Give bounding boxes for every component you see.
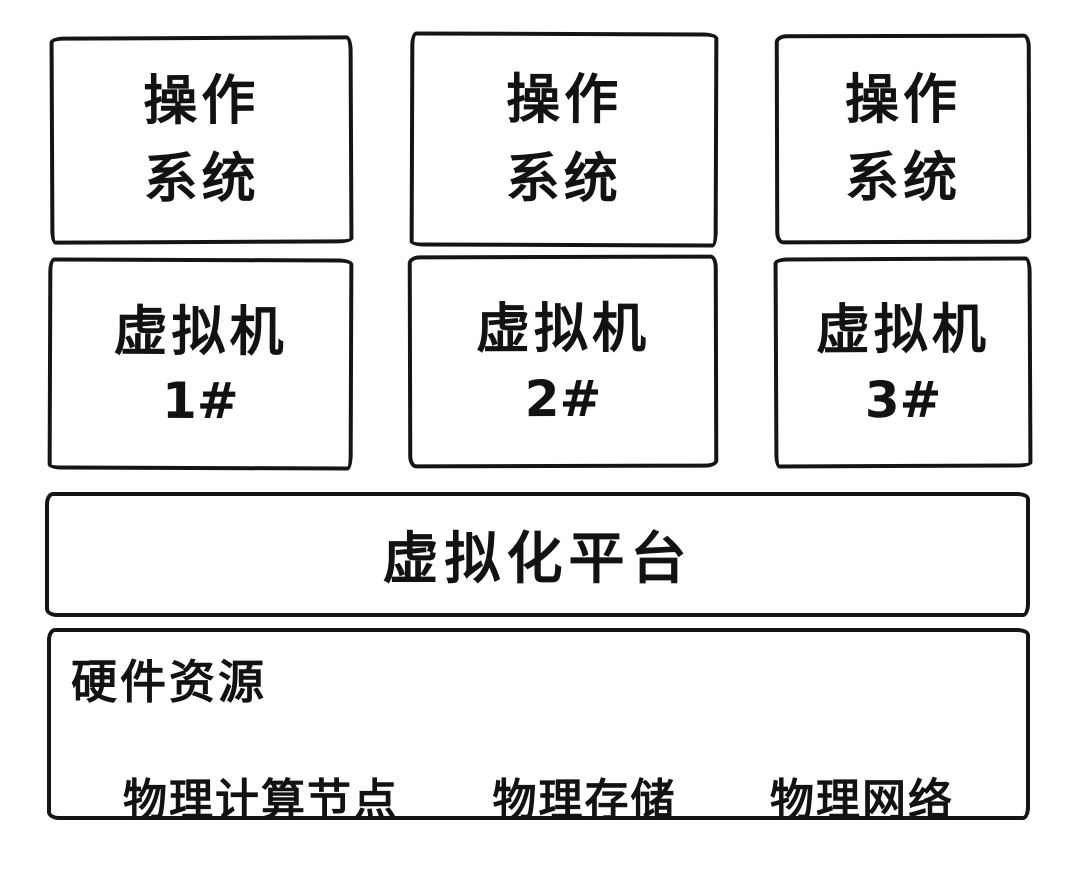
hardware-item-network: 物理网络 bbox=[770, 775, 954, 826]
os-box-2-label-line1: 操作 bbox=[506, 68, 623, 132]
os-box-3: 操作 系统 bbox=[774, 33, 1032, 245]
vm-box-1-number: 1# bbox=[161, 372, 239, 431]
vm-box-3-label: 虚拟机 bbox=[815, 297, 990, 362]
hardware-resources-title: 硬件资源 bbox=[71, 655, 267, 709]
virtualization-platform-label: 虚拟化平台 bbox=[382, 527, 693, 592]
vm-box-2-label: 虚拟机 bbox=[475, 296, 650, 361]
vm-box-1-label: 虚拟机 bbox=[113, 299, 288, 364]
virtualization-platform-box: 虚拟化平台 bbox=[45, 492, 1030, 617]
hardware-item-compute: 物理计算节点 bbox=[123, 775, 399, 826]
hardware-item-storage: 物理存储 bbox=[492, 775, 677, 826]
vm-box-3: 虚拟机 3# bbox=[773, 256, 1033, 469]
vm-box-2-number: 2# bbox=[524, 369, 602, 428]
vm-box-3-number: 3# bbox=[864, 370, 942, 429]
hardware-items-row: 物理计算节点 物理存储 物理网络 bbox=[71, 764, 1006, 828]
os-box-2: 操作 系统 bbox=[409, 31, 719, 248]
os-box-1-label-line2: 系统 bbox=[143, 146, 260, 211]
os-box-3-label-line2: 系统 bbox=[845, 145, 962, 210]
os-box-1-label-line1: 操作 bbox=[143, 68, 260, 132]
hardware-resources-box: 硬件资源 物理计算节点 物理存储 物理网络 bbox=[47, 628, 1030, 826]
os-box-1: 操作 系统 bbox=[49, 35, 354, 245]
vm-box-1: 虚拟机 1# bbox=[47, 257, 354, 471]
vm-box-2: 虚拟机 2# bbox=[407, 254, 719, 469]
os-box-2-label-line2: 系统 bbox=[505, 146, 622, 210]
os-box-3-label-line1: 操作 bbox=[844, 67, 961, 131]
